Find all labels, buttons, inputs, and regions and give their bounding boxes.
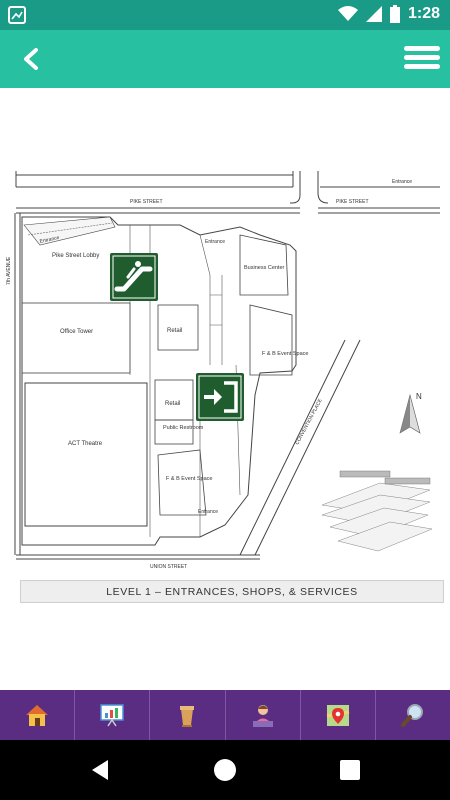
back-triangle-icon[interactable] (88, 758, 112, 782)
escalator-icon (110, 253, 158, 301)
app-bar (0, 30, 450, 88)
north-label: N (416, 392, 422, 401)
speaker-person-icon (252, 705, 273, 727)
room-pike-lobby: Pike Street Lobby (52, 253, 99, 259)
map-caption: LEVEL 1 – ENTRANCES, SHOPS, & SERVICES (20, 580, 444, 603)
building-3d-icon (321, 470, 433, 552)
wifi-icon (337, 6, 358, 21)
entrance-label-4: Entrance (198, 509, 218, 515)
room-fb-event-2: F & B Event Space (166, 476, 212, 482)
status-bar: 1:28 (0, 0, 450, 30)
house-icon (26, 705, 49, 726)
room-retail-1: Retail (167, 328, 182, 334)
room-office-tower: Office Tower (60, 329, 93, 335)
nav-podium-button[interactable] (150, 690, 226, 740)
signal-icon (365, 6, 382, 22)
room-public-restroom: Public Restroom (163, 425, 204, 431)
entrance-label-1: Entrance (39, 235, 60, 245)
nav-map-button[interactable] (301, 690, 376, 740)
chevron-left-icon (24, 48, 38, 70)
hamburger-menu-icon (404, 46, 440, 51)
floor-map[interactable]: PIKE STREET PIKE STREET 7th AVENUE Pike … (0, 165, 450, 605)
battery-icon (389, 5, 400, 23)
street-label-union: UNION STREET (150, 564, 187, 570)
notification-icon (8, 6, 26, 24)
room-retail-2: Retail (165, 401, 180, 407)
entrance-label-2: Entrance (205, 239, 225, 245)
magnifier-icon (400, 704, 423, 727)
nav-presentation-button[interactable] (75, 690, 151, 740)
entrance-label-3: Entrance (392, 179, 412, 185)
nav-speaker-button[interactable] (226, 690, 301, 740)
presentation-board-icon (100, 704, 124, 727)
podium-icon (180, 706, 195, 727)
bottom-nav (0, 690, 450, 740)
street-label-pike-right: PIKE STREET (336, 199, 369, 205)
room-act-theatre: ACT Theatre (68, 441, 103, 447)
room-business-center: Business Center (244, 265, 285, 271)
nav-search-button[interactable] (376, 690, 450, 740)
room-fb-event-1: F & B Event Space (262, 351, 308, 357)
back-button[interactable] (14, 42, 48, 76)
floor-plan-svg: PIKE STREET PIKE STREET 7th AVENUE Pike … (6, 171, 440, 570)
recents-square-icon[interactable] (338, 758, 362, 782)
clock: 1:28 (407, 5, 440, 22)
system-nav-bar (0, 740, 450, 800)
street-label-pike-left: PIKE STREET (130, 199, 163, 205)
home-circle-icon[interactable] (213, 758, 237, 782)
map-pin-icon (326, 705, 350, 726)
menu-button[interactable] (404, 42, 440, 76)
caption-text: LEVEL 1 – ENTRANCES, SHOPS, & SERVICES (106, 585, 358, 598)
street-label-7th: 7th AVENUE (6, 256, 12, 285)
entrance-icon (196, 373, 244, 421)
nav-home-button[interactable] (0, 690, 76, 740)
